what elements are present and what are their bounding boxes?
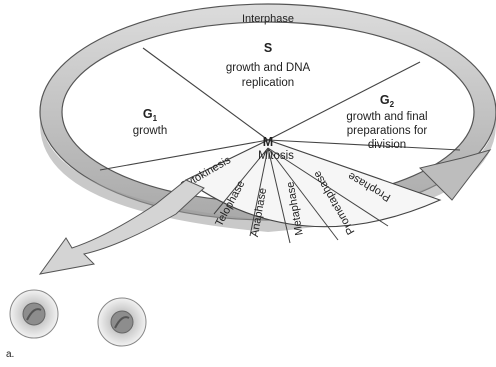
daughter-cell-right (98, 298, 146, 346)
g2-phase-line2: preparations for (347, 125, 428, 137)
g2-phase-subscript: 2 (390, 100, 395, 109)
g1-phase-letter: G (143, 107, 153, 121)
s-phase-line2: replication (242, 77, 294, 89)
interphase-label: Interphase (242, 13, 294, 25)
daughter-cell-left (10, 290, 58, 338)
s-phase-line1: growth and DNA (226, 62, 311, 74)
panel-label: a. (6, 349, 14, 360)
m-phase-letter: M (263, 135, 273, 149)
g2-phase-line1: growth and final (346, 111, 427, 123)
s-phase-letter: S (264, 41, 272, 55)
g2-phase-line3: division (368, 139, 406, 151)
g1-phase-subscript: 1 (153, 114, 158, 123)
g2-phase-letter: G (380, 93, 390, 107)
mitosis-label: Mitosis (258, 150, 294, 162)
g1-phase-label: growth (133, 125, 168, 137)
